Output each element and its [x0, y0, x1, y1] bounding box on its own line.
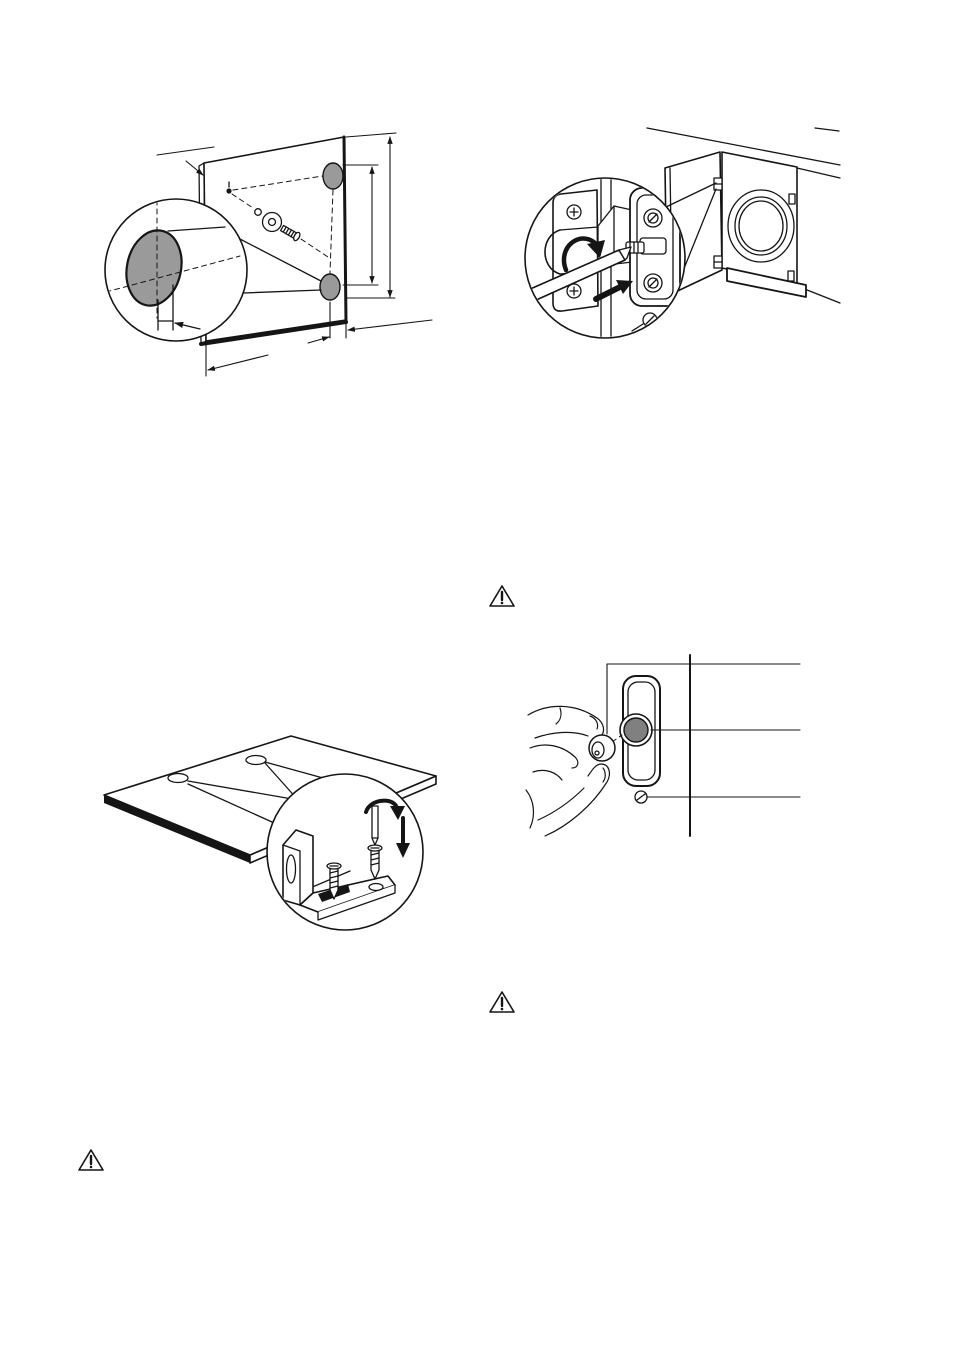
door-panel-hinge-holes-diagram [100, 125, 440, 380]
small-washer [255, 209, 262, 216]
board-bracket-screw-diagram [100, 730, 440, 935]
door-magnet-catch-diagram [520, 650, 805, 845]
magnetic-cap [589, 735, 615, 761]
screw [635, 791, 647, 803]
warning-triangle-icon [77, 1148, 105, 1172]
cabinet-hinge-adjustment-diagram [522, 120, 845, 350]
warning-triangle-icon [488, 990, 516, 1014]
magnet [620, 714, 652, 746]
washing-machine-front [722, 152, 797, 284]
bracket-slot [287, 855, 296, 883]
board-hole-right [246, 756, 266, 765]
hole-magnifier [105, 199, 247, 341]
hinge-hole-bottom [320, 274, 340, 300]
warning-triangle-icon [488, 584, 516, 608]
hinge-magnifier [525, 170, 685, 345]
bracket-magnifier [267, 774, 423, 930]
hand [526, 706, 609, 836]
washer [263, 213, 282, 232]
hinge-hole-top [323, 163, 343, 189]
board-hole-left [168, 774, 188, 783]
